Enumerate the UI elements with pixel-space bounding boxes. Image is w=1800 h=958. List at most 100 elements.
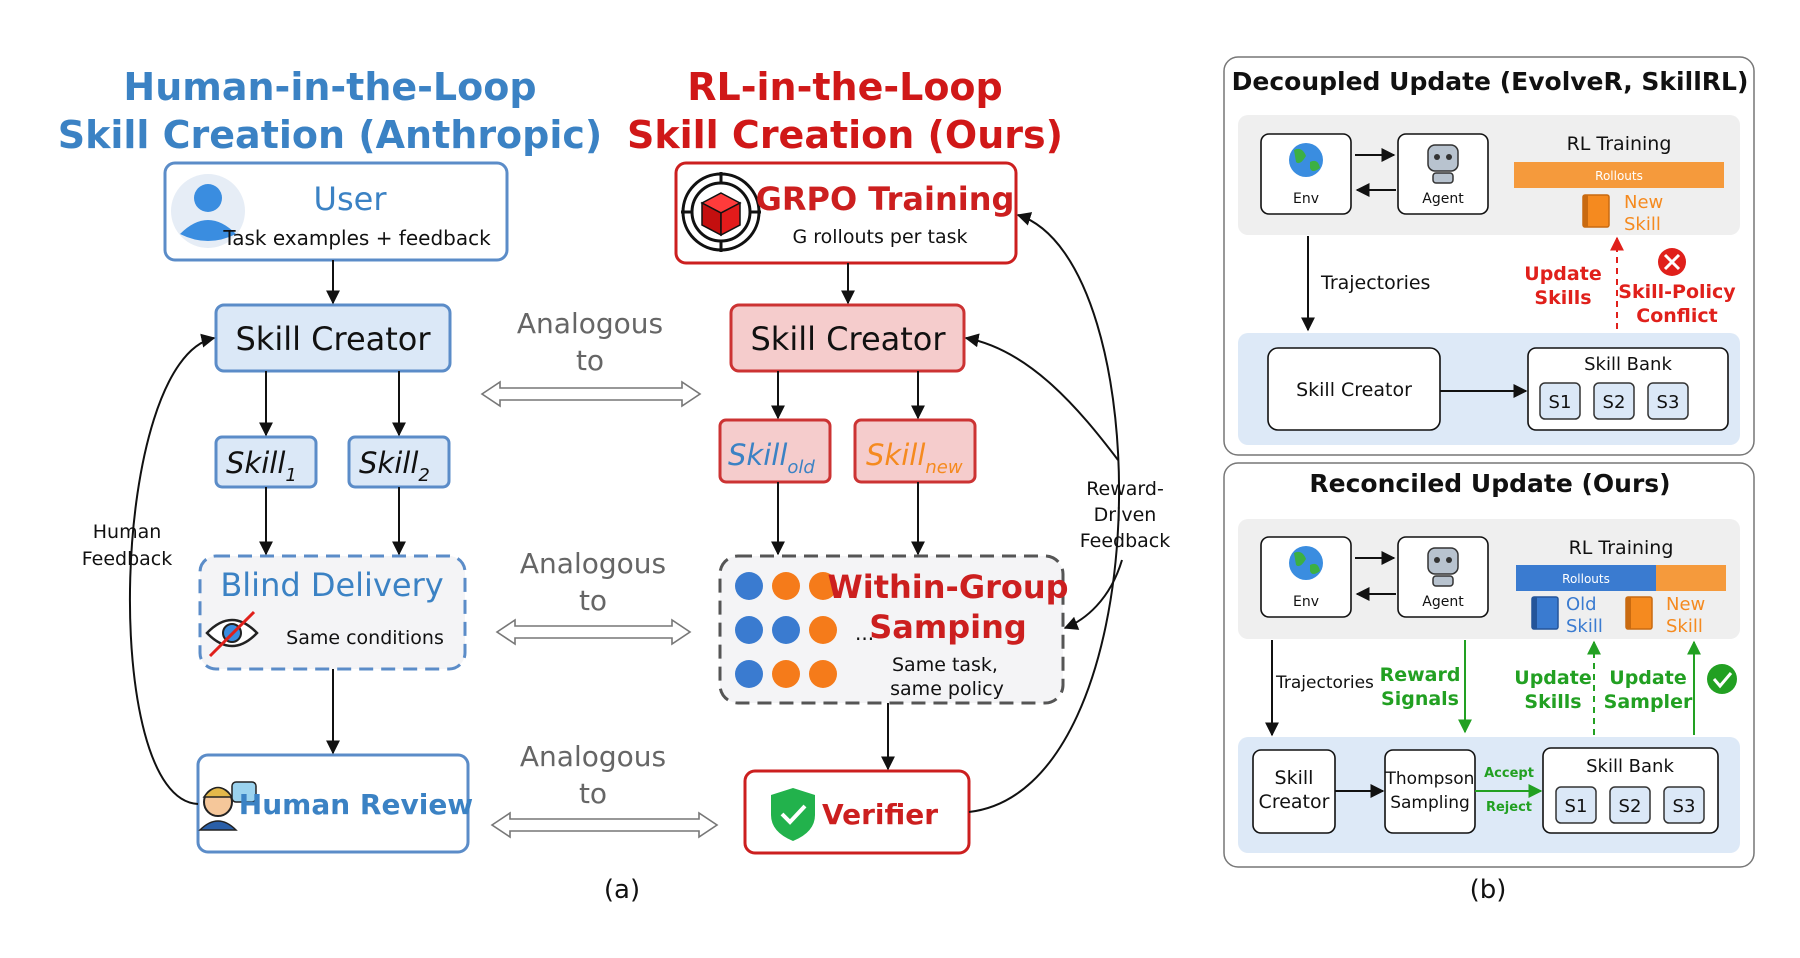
skill-old-box: Skillold (718, 418, 832, 484)
shield-check-icon (771, 788, 815, 841)
bottom-thompson-1: Thompson (1385, 769, 1475, 789)
top-rollouts-bar (1514, 162, 1724, 188)
bottom-rl-training-label: RL Training (1569, 537, 1674, 559)
bottom-update-skills-2: Skills (1524, 691, 1581, 713)
top-new-skill-2: Skill (1624, 214, 1661, 235)
bottom-rollouts-bar-new (1656, 565, 1726, 591)
reward-feedback-label-2: Driven (1094, 504, 1157, 526)
top-skill-creator-label: Skill Creator (1296, 379, 1412, 401)
decoupled-title: Decoupled Update (EvolveR, SkillRL) (1232, 67, 1749, 96)
top-rollouts-label: Rollouts (1595, 169, 1643, 183)
double-arrow-3 (490, 811, 719, 839)
analogous-3-line2: to (579, 777, 607, 810)
bottom-new-skill-1: New (1666, 594, 1705, 615)
bottom-thompson-2: Sampling (1390, 793, 1470, 813)
bottom-accept-label: Accept (1484, 766, 1534, 781)
title-rl-line2: Skill Creation (Ours) (627, 113, 1063, 157)
within-group-subtitle-1: Same task, (892, 654, 998, 676)
analogous-2: Analogous to (495, 547, 692, 646)
blind-delivery-box: Blind Delivery Same conditions (198, 554, 467, 671)
skill-creator-rl-box: Skill Creator (729, 303, 966, 373)
human-review-label: Human Review (239, 788, 473, 821)
top-trajectories-label: Trajectories (1320, 272, 1430, 294)
top-new-skill-1: New (1624, 192, 1663, 213)
top-rl-training-label: RL Training (1567, 133, 1672, 155)
analogous-2-line2: to (579, 584, 607, 617)
bottom-skill-s2: S2 (1619, 796, 1642, 817)
caption-a: (a) (604, 875, 640, 905)
grpo-subtitle: G rollouts per task (793, 226, 968, 248)
bottom-skill-s3: S3 (1673, 796, 1696, 817)
human-feedback-label-1: Human (93, 521, 162, 543)
verifier-label: Verifier (822, 798, 938, 831)
double-arrow-2 (495, 618, 692, 646)
top-skill-s1: S1 (1549, 392, 1572, 413)
bottom-trajectories-label: Trajectories (1275, 673, 1374, 693)
bottom-old-skill-2: Skill (1566, 616, 1603, 637)
analogous-3-line1: Analogous (520, 740, 666, 773)
skill-creator-human-box: Skill Creator (214, 303, 452, 373)
user-icon (171, 174, 245, 248)
bottom-update-sampler-2: Sampler (1604, 691, 1693, 713)
within-group-subtitle-2: same policy (890, 678, 1004, 700)
bottom-reward-signals-2: Signals (1381, 688, 1459, 710)
reconciled-panel: Reconciled Update (Ours) Env Agent RL Tr… (1223, 462, 1755, 868)
target-cube-icon (681, 172, 761, 252)
within-group-title-1: Within-Group (827, 568, 1068, 606)
reward-feedback-label-1: Reward- (1086, 478, 1164, 500)
human-flow-arrows (128, 260, 406, 805)
bottom-update-skills-1: Update (1514, 667, 1591, 689)
bottom-rollouts-bar-old (1516, 565, 1656, 591)
grpo-title: GRPO Training (756, 180, 1015, 218)
rl-flow-arrows (771, 212, 1123, 813)
skill-creator-human-label: Skill Creator (235, 320, 431, 358)
top-skill-bank-label: Skill Bank (1584, 354, 1672, 375)
within-group-ellipsis: ... (855, 621, 874, 645)
skill-new-label: Skillnew (866, 438, 963, 478)
earth-icon (1289, 143, 1323, 177)
reviewer-icon (198, 781, 257, 831)
new-skill-book-icon (1625, 596, 1653, 630)
blind-eye-icon (205, 610, 259, 658)
bottom-agent-label: Agent (1422, 594, 1464, 610)
user-box: User Task examples + feedback (163, 161, 509, 262)
skill1-label: Skill1 (226, 446, 297, 486)
top-agent-label: Agent (1422, 191, 1464, 207)
top-conflict-1: Skill-Policy (1618, 281, 1736, 303)
skill2-label: Skill2 (359, 446, 430, 486)
bottom-rollouts-label: Rollouts (1562, 572, 1610, 586)
within-group-box: ... Within-Group Samping Same task, same… (718, 554, 1069, 705)
earth-icon-2 (1289, 546, 1323, 580)
top-skill-s3: S3 (1657, 392, 1680, 413)
verifier-box: Verifier (743, 769, 971, 855)
bottom-old-skill-1: Old (1566, 594, 1597, 615)
reconciled-title: Reconciled Update (Ours) (1309, 469, 1670, 498)
double-arrow-1 (480, 380, 702, 408)
analogous-1-line2: to (576, 344, 604, 377)
conflict-x-icon (1658, 248, 1686, 276)
top-skill-s2: S2 (1603, 392, 1626, 413)
robot-icon-2 (1427, 547, 1459, 587)
old-skill-book-icon (1531, 596, 1559, 630)
rollout-dots (735, 572, 837, 688)
check-circle-icon (1707, 664, 1737, 694)
human-review-box: Human Review (196, 753, 473, 854)
grpo-training-box: GRPO Training G rollouts per task (674, 161, 1018, 265)
analogous-2-line1: Analogous (520, 547, 666, 580)
blind-delivery-subtitle: Same conditions (286, 627, 444, 649)
human-feedback-label-2: Feedback (82, 548, 172, 570)
user-subtitle: Task examples + feedback (222, 226, 491, 250)
top-update-skills-2: Skills (1534, 287, 1591, 309)
title-human-line2: Skill Creation (Anthropic) (58, 113, 603, 157)
bottom-new-skill-2: Skill (1666, 616, 1703, 637)
skill2-box: Skill2 (347, 435, 451, 489)
bottom-env-label: Env (1293, 594, 1319, 610)
title-human-line1: Human-in-the-Loop (123, 65, 536, 109)
bottom-skill-creator-2: Creator (1259, 791, 1330, 813)
skill-old-label: Skillold (728, 438, 815, 478)
analogous-3: Analogous to (490, 740, 719, 839)
bottom-skill-bank-label: Skill Bank (1586, 756, 1674, 777)
decoupled-panel: Decoupled Update (EvolveR, SkillRL) Env … (1223, 56, 1755, 456)
user-title: User (314, 180, 388, 218)
analogous-1-line1: Analogous (517, 307, 663, 340)
